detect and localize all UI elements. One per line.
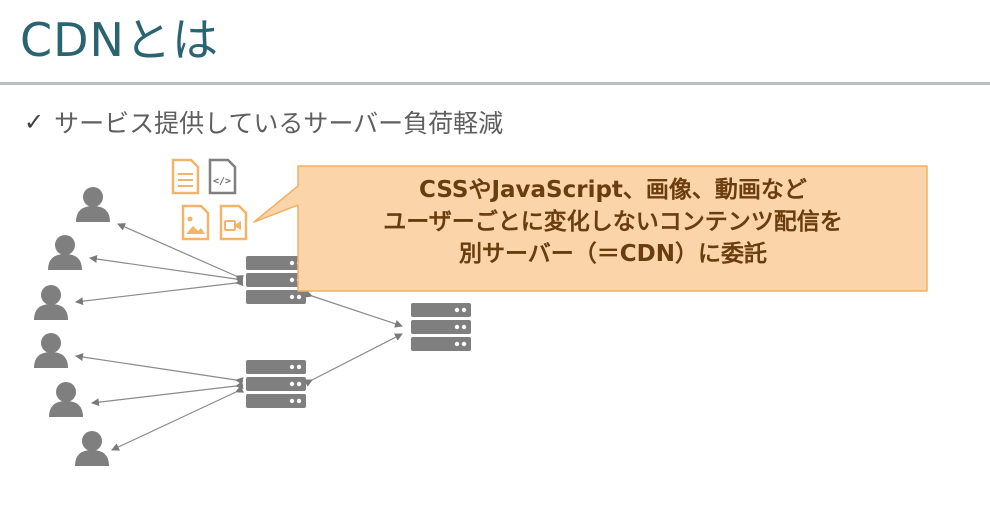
page-title: CDNとは xyxy=(20,13,219,67)
user-icon xyxy=(34,333,68,368)
title-divider xyxy=(0,82,990,85)
bullet-item: ✓ サービス提供しているサーバー負荷軽減 xyxy=(24,104,503,140)
connection-lines xyxy=(75,223,403,451)
svg-text:</>: </> xyxy=(213,176,231,187)
user-icon xyxy=(34,285,68,320)
server-icon xyxy=(411,303,471,351)
callout-line: 別サーバー（＝CDN）に委託 xyxy=(459,241,767,267)
server-icon xyxy=(246,360,306,408)
document-file-icon xyxy=(171,158,200,195)
image-file-icon xyxy=(181,204,210,241)
callout-text: CSSやJavaScript、画像、動画など ユーザーごとに変化しないコンテンツ… xyxy=(300,174,926,270)
bullet-text: サービス提供しているサーバー負荷軽減 xyxy=(54,109,504,138)
server-icon xyxy=(246,256,306,304)
check-icon: ✓ xyxy=(24,108,45,136)
user-icon xyxy=(49,382,83,417)
user-icon xyxy=(48,235,82,270)
user-icon xyxy=(75,431,109,466)
callout-line: ユーザーごとに変化しないコンテンツ配信を xyxy=(383,209,843,235)
video-file-icon xyxy=(219,204,248,241)
callout-line: CSSやJavaScript、画像、動画など xyxy=(419,177,807,203)
code-file-icon: </> xyxy=(208,158,237,195)
callout-bubble xyxy=(253,165,928,292)
user-icon xyxy=(76,187,110,222)
